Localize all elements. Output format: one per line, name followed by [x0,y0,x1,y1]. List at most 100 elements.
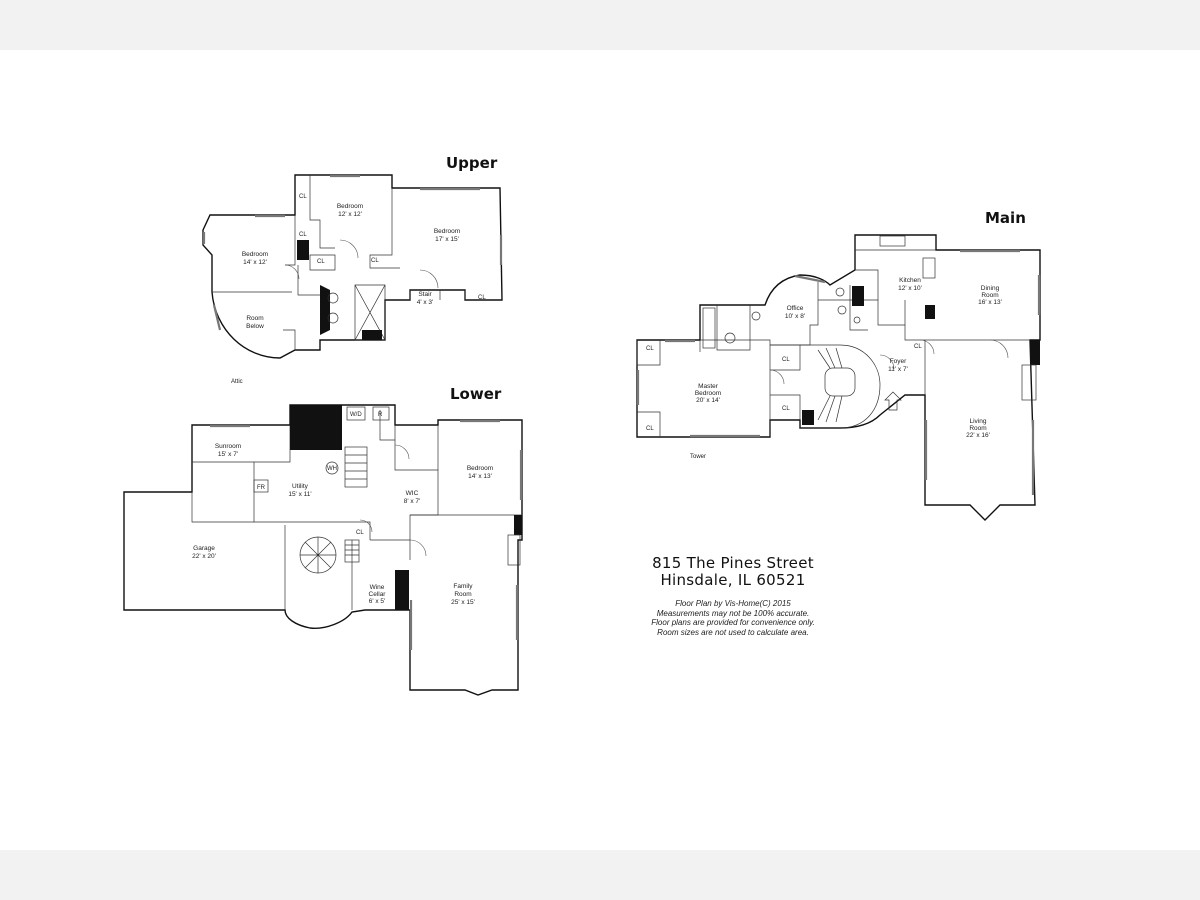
main-closet-wall [770,344,801,420]
main-door-swing [919,339,935,355]
lower-family-size: 25' x 15' [451,599,475,606]
lower-wine-name: Wine [370,584,385,591]
upper-bedroom-a-name: Bedroom [337,203,363,210]
main-foyer-size: 11' x 7' [888,366,908,373]
lower-wic-name: WIC [406,490,419,497]
lower-stair-treads [345,454,367,480]
lower-utility-size: 15' x 11' [288,491,311,498]
main-tower-wall [800,344,881,429]
main-cl-label: CL [646,426,654,432]
main-exterior-wall [636,234,1041,521]
main-kitchen-wall [855,249,936,301]
main-door-swing [769,369,785,385]
upper-interior-wall [369,188,400,269]
lower-floor: Lower [123,385,523,696]
main-stair-treads [817,347,843,423]
main-office-size: 10' x 8' [785,313,805,320]
upper-attic-label: Attic [231,379,243,385]
lower-solid [395,570,409,610]
lower-sunroom-size: 15' x 7' [218,451,238,458]
lower-fireplace [507,534,521,566]
main-master-size: 20' x 14' [696,397,720,404]
main-kitchen-wall [877,300,906,326]
upper-window [212,304,222,331]
address-street: 815 The Pines Street [652,554,814,572]
main-living-name: Living [970,418,987,425]
upper-stair-wall [409,290,441,300]
lower-stair-small-treads [345,544,359,556]
main-sink [837,305,847,315]
main-bath-wall [699,305,771,437]
lower-furnace [253,479,269,493]
lower-floor-title: Lower [450,385,502,403]
main-kitchen-name: Kitchen [899,277,921,284]
main-solid [925,305,935,319]
disclaimer-line-3: Room sizes are not used to calculate are… [657,627,809,637]
main-dining-name: Dining [981,285,1000,292]
lower-wd-label: W/D [350,412,362,418]
upper-closet-label: CL [299,194,307,200]
upper-floor: Upper Bedroom 12' x 12' Be [202,154,503,385]
upper-closet-label: CL [299,232,307,238]
main-solid [1030,340,1040,365]
address-city: Hinsdale, IL 60521 [660,571,806,589]
lower-bedroom-size: 14' x 13' [468,473,492,480]
lower-water-heater [325,461,339,475]
upper-sink [327,312,339,324]
lower-washer-dryer [346,406,366,421]
lower-interior-wall [394,425,439,540]
upper-closet-label: CL [371,258,379,264]
main-sink [853,316,861,324]
lower-wine-name2: Cellar [369,591,387,598]
lower-wic-size: 8' x 7' [404,498,421,505]
lower-cl-label: CL [356,530,364,536]
lower-family-name2: Room [454,591,471,598]
lower-stair-small [344,539,360,563]
upper-stair-name: Stair [418,291,432,298]
lower-door-swing [359,519,373,533]
lower-wh-label: WH [327,466,337,472]
upper-toilet [327,292,339,304]
main-closet-wall [636,340,661,437]
upper-floor-title: Upper [446,154,498,172]
main-foyer-name: Foyer [890,358,907,365]
lower-fridge [372,406,390,421]
upper-hall-wall [297,265,320,296]
main-door-swing [989,339,1009,359]
disclaimer-line-2: Floor plans are provided for convenience… [651,618,815,627]
upper-door-swing [284,264,300,280]
lower-bedroom-name: Bedroom [467,465,493,472]
lower-exterior-wall [123,404,523,696]
main-toilet [835,287,845,297]
upper-door-swing [339,239,359,259]
upper-door-swing [419,269,439,289]
upper-stair-size: 4' x 3' [417,299,434,306]
upper-solid [362,330,382,340]
main-cl-label: CL [782,406,790,412]
lower-door-swing [409,539,427,557]
lower-interior-wall [191,425,291,523]
main-tub [702,307,716,349]
floor-plan-credit: Floor Plan by Vis-Home(C) 2015 [675,599,791,608]
main-kitchen-size: 12' x 10' [898,285,922,292]
upper-bedroom-c-size: 14' x 12' [243,259,267,266]
upper-closet [309,254,336,271]
upper-bedroom-b-size: 17' x 15' [435,236,459,243]
upper-solid [320,285,330,335]
main-fireplace [1021,364,1037,401]
main-living-name2: Room [969,425,986,432]
main-floor-title: Main [985,209,1026,227]
lower-solid [514,515,522,535]
main-chimney [852,286,864,306]
lower-fridge-label: R [378,412,383,418]
upper-room-below-name: Room [246,315,263,322]
main-solid [802,410,814,425]
main-range [922,257,936,279]
lower-garage-size: 22' x 20' [192,553,216,560]
main-office-name: Office [787,305,804,312]
lower-interior-wall [254,521,371,540]
main-master-name2: Bedroom [695,390,721,397]
main-tower-label: Tower [690,454,706,460]
main-sink [751,311,761,321]
